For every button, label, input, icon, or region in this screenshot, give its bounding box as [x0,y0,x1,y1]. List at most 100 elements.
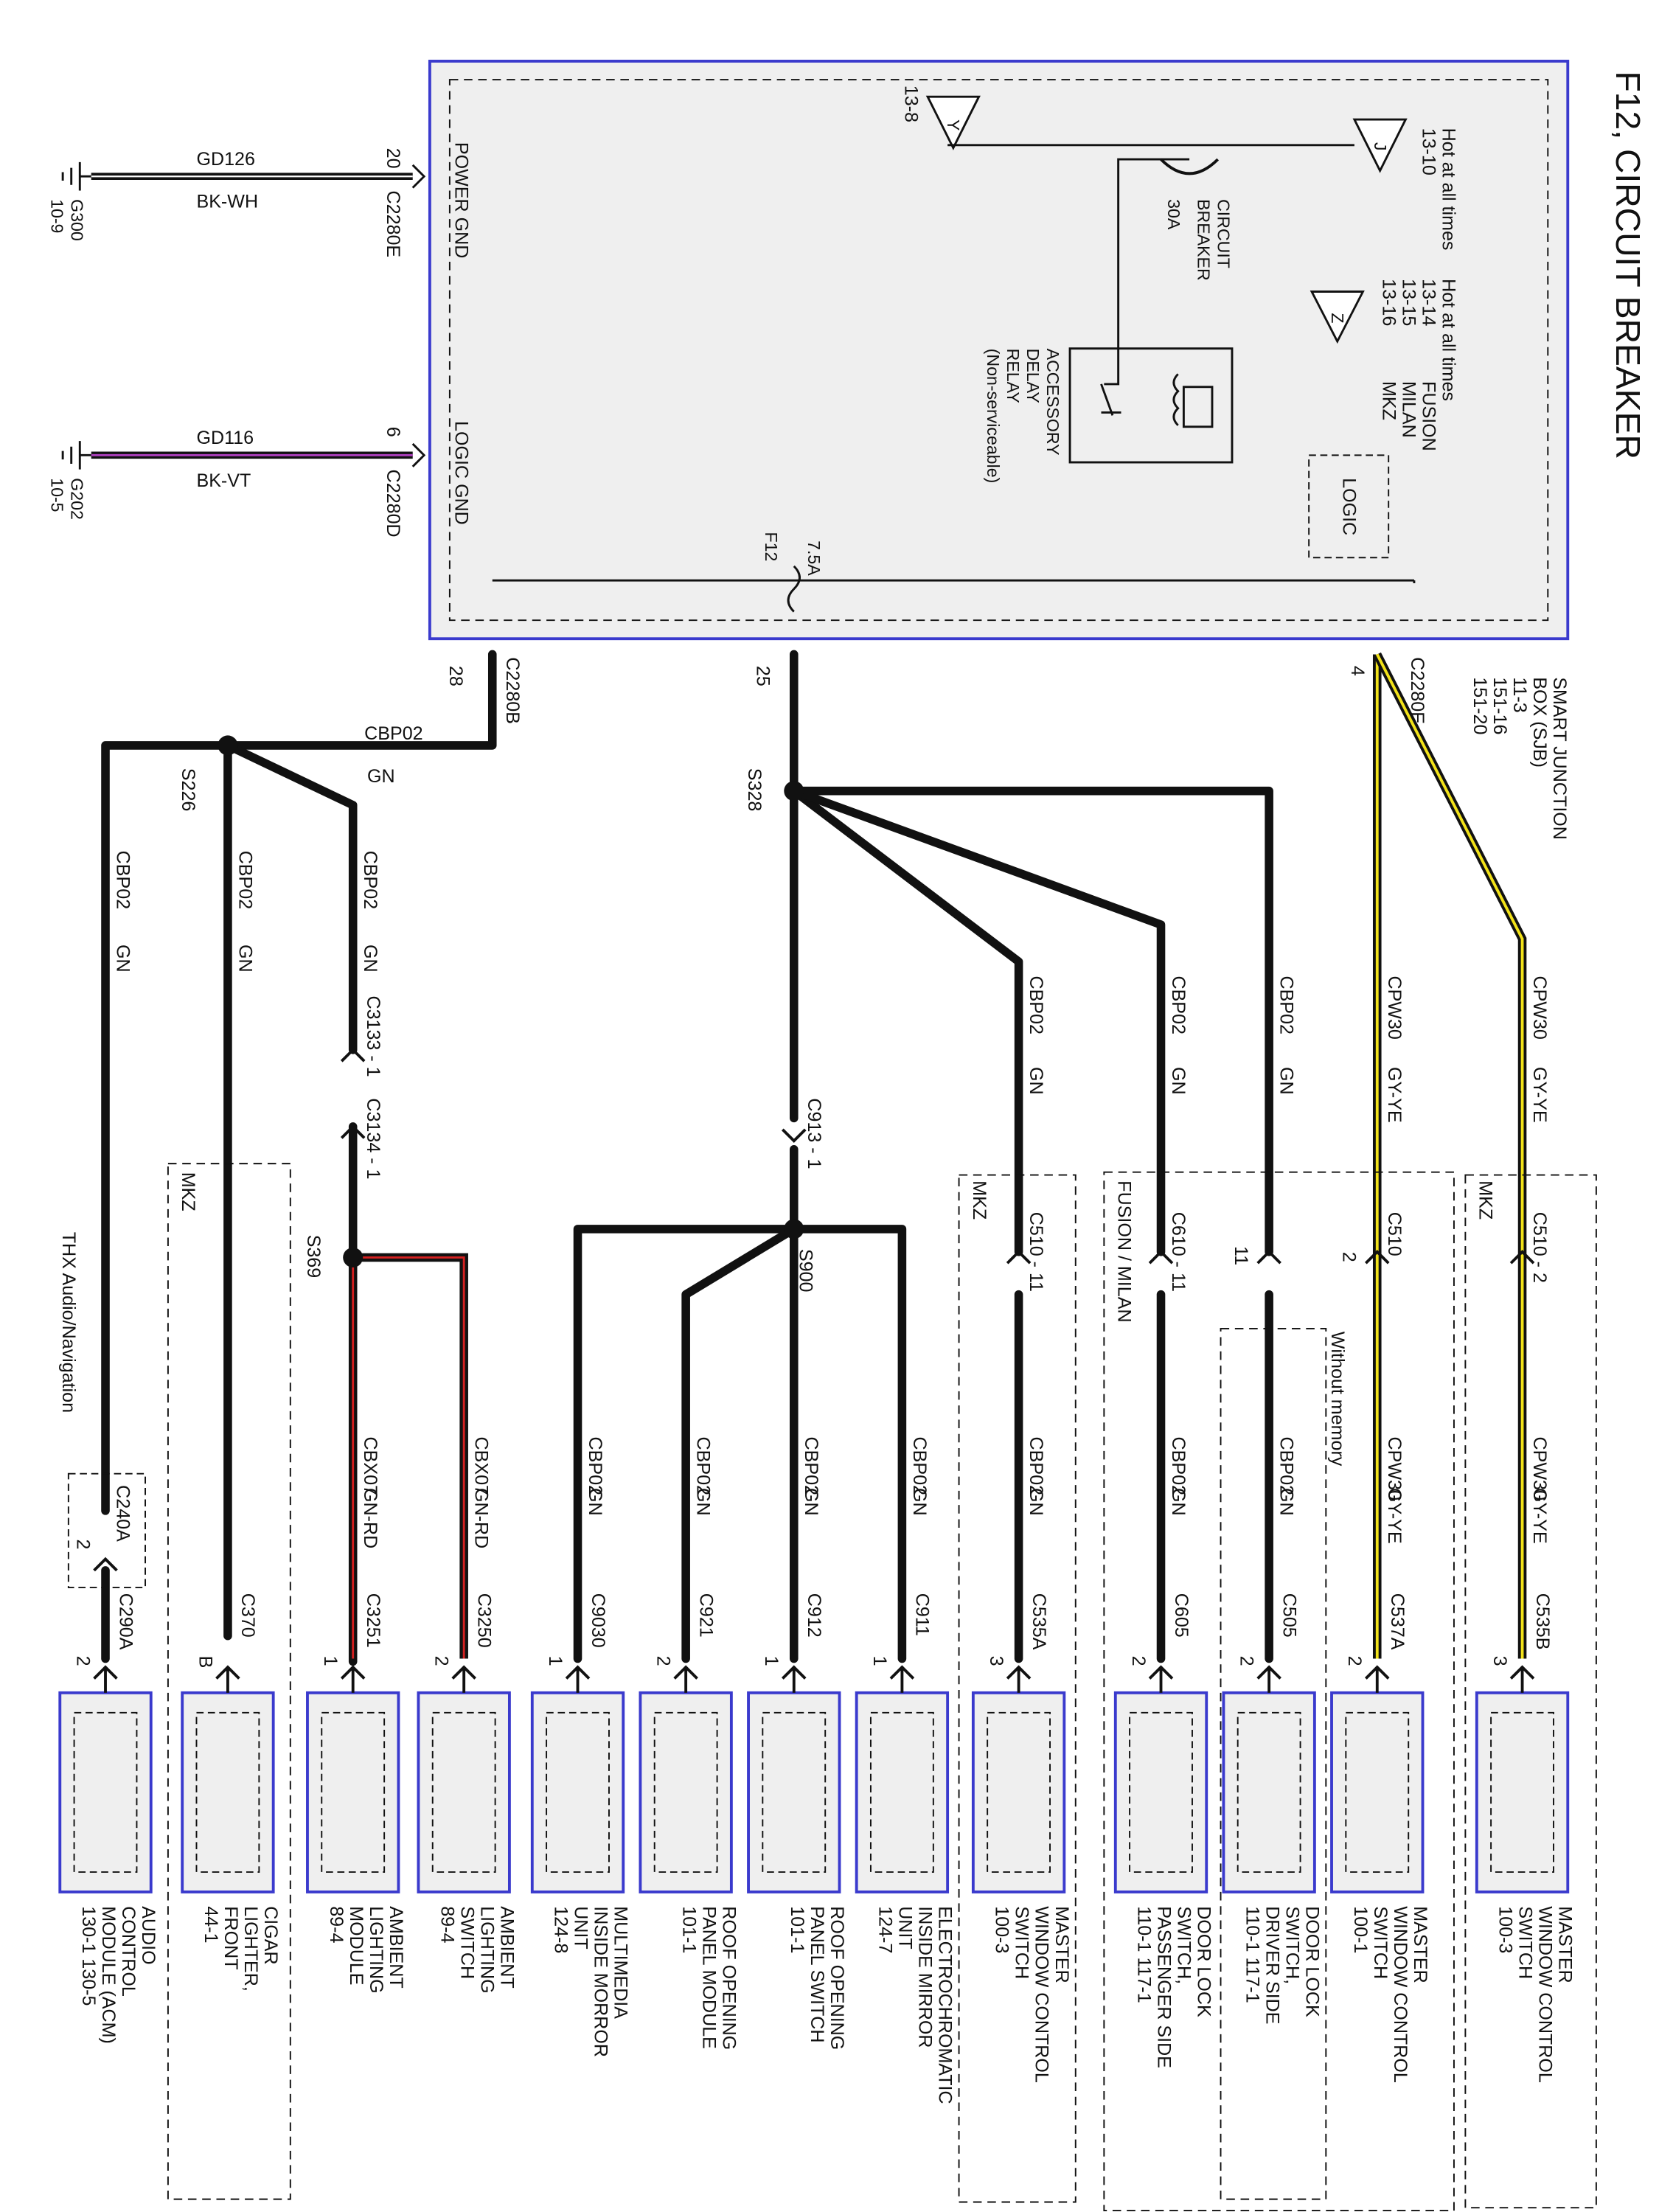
s328-to-c510-wire [789,786,1023,1256]
cbx07-module-circuit: CBX07 [360,1437,380,1495]
gd116-connector: C2280D [383,470,403,538]
logic-label: LOGIC [1338,478,1359,535]
rops-color: GN [801,1488,821,1516]
component-name-line: 101-1 [787,1906,807,1953]
c510-upper-circuit: CBP02 [1026,975,1046,1034]
gd116-arrow [411,442,426,467]
component-name-line: 124-8 [551,1906,571,1953]
cpw30-upper-circuit: CPW30 [1384,975,1405,1039]
breaker-to-relay-wire [1104,158,1190,386]
hot-b-ref-2: 13-15 [1398,279,1419,326]
component-connector: C9030 [588,1593,608,1648]
relay-switch [1100,383,1121,416]
s328-to-11-wire [789,786,1273,1256]
ambient-color: GN [360,945,380,973]
component-name-line: CONTROL [118,1906,139,1997]
eim-color: GN [909,1488,930,1516]
component-name-line: 130-1 130-5 [78,1906,99,2006]
component-box [855,1691,950,1893]
component-name-line: SWITCH [1370,1906,1391,1979]
cbx07-switch-circuit: CBX07 [471,1437,492,1495]
gd116-circuit: GD116 [196,428,254,448]
c510-label: C510 [1384,1212,1405,1256]
component-inner-box [546,1711,610,1873]
out-25-pin: 25 [753,666,773,686]
component-name-line: UNIT [895,1906,916,1950]
relay-name-3: RELAY [1004,349,1023,403]
component-name-line: 44-1 [201,1906,221,1943]
relay-resistor [1182,386,1214,428]
component-name-line: 89-4 [437,1906,457,1943]
hot-b-letter: Z [1328,313,1347,323]
s900-splice [784,1219,804,1239]
hot-a-triangle [1352,118,1408,173]
cpw30-to-c510-2-stripe [1376,653,1524,1659]
component-box [58,1691,153,1893]
component-name-line: ROOF OPENING [718,1906,739,2050]
mkz-cigar-box [167,1163,291,2200]
c605-lower-circuit: CBP02 [1168,1437,1189,1495]
c535b-lower-color: GY-YE [1529,1488,1550,1544]
off-page-ref: 13-8 [900,86,921,122]
component-connector: C912 [804,1593,824,1638]
component-name-line: SWITCH [1012,1906,1032,1979]
cbp02-top-label: CBP02 [364,723,422,744]
c510-2-arrow [1509,1250,1535,1265]
component-inner-box [73,1711,138,1873]
s369-label: S369 [303,1235,324,1279]
component-name-line: PANEL SWITCH [807,1906,827,2042]
gd126-connector: C2280E [383,191,403,258]
relay-name-1: ACCESSORY [1043,349,1062,456]
component-name-line: 100-3 [1495,1906,1516,1953]
s369-to-c3250-stripe [352,1256,465,1659]
s900-label: S900 [795,1249,815,1293]
component-connector: C370 [237,1593,258,1638]
component-box [1475,1691,1570,1893]
hot-b-triangle [1310,291,1365,344]
component-box [417,1691,511,1893]
fusion-milan-label: FUSION / MILAN [1114,1180,1135,1322]
g300-ground-icon [61,161,91,191]
logic-gnd-label: LOGIC GND [451,421,472,525]
mm-color: GN [585,1488,605,1516]
component-name-line: MASTER [1051,1906,1072,1983]
g300-ref: 10-9 [48,199,67,233]
component-inner-box [1345,1711,1410,1873]
component-name-line: MASTER [1410,1906,1430,1983]
c510-upper-color: GN [1026,1067,1046,1095]
component-connector: C537A [1387,1593,1408,1650]
power-gnd-label: POWER GND [451,142,472,258]
component-box [971,1691,1066,1893]
component-inner-box [321,1711,386,1873]
component-name-line: ROOF OPENING [827,1906,847,2050]
component-name-line: DOOR LOCK [1194,1906,1214,2017]
breaker-name-2: BREAKER [1194,199,1214,281]
mkz-window-box [958,1174,1077,2203]
c3133-label: C3133 - 1 [363,995,383,1077]
component-name-line: INSIDE MORROR [591,1906,611,2057]
fuse-rating: 7.5A [804,540,824,576]
sjb-name-2: BOX (SJB) [1529,677,1550,768]
component-inner-box [1490,1711,1554,1873]
component-connector: C535B [1532,1593,1553,1650]
component-box [639,1691,733,1893]
mm-circuit: CBP02 [585,1437,605,1495]
out-28-connector: C2280B [502,657,523,724]
component-name-line: WINDOW CONTROL [1032,1906,1052,2083]
component-pin: 1 [320,1656,341,1666]
sjb-name-1: SMART JUNCTION [1549,677,1570,840]
g300-ground: G300 [68,199,87,241]
acm-circuit: CBP02 [112,851,133,909]
gd126-color: BK-WH [196,192,258,212]
ambient-circuit: CBP02 [360,851,380,909]
component-name-line: 101-1 [678,1906,699,1953]
component-connector: C535A [1029,1593,1049,1650]
rops-circuit: CBP02 [801,1437,821,1495]
c610-11-label: C610 - 11 [1168,1212,1189,1292]
component-pin: 2 [1128,1656,1149,1666]
c913-arrow [781,1128,807,1143]
